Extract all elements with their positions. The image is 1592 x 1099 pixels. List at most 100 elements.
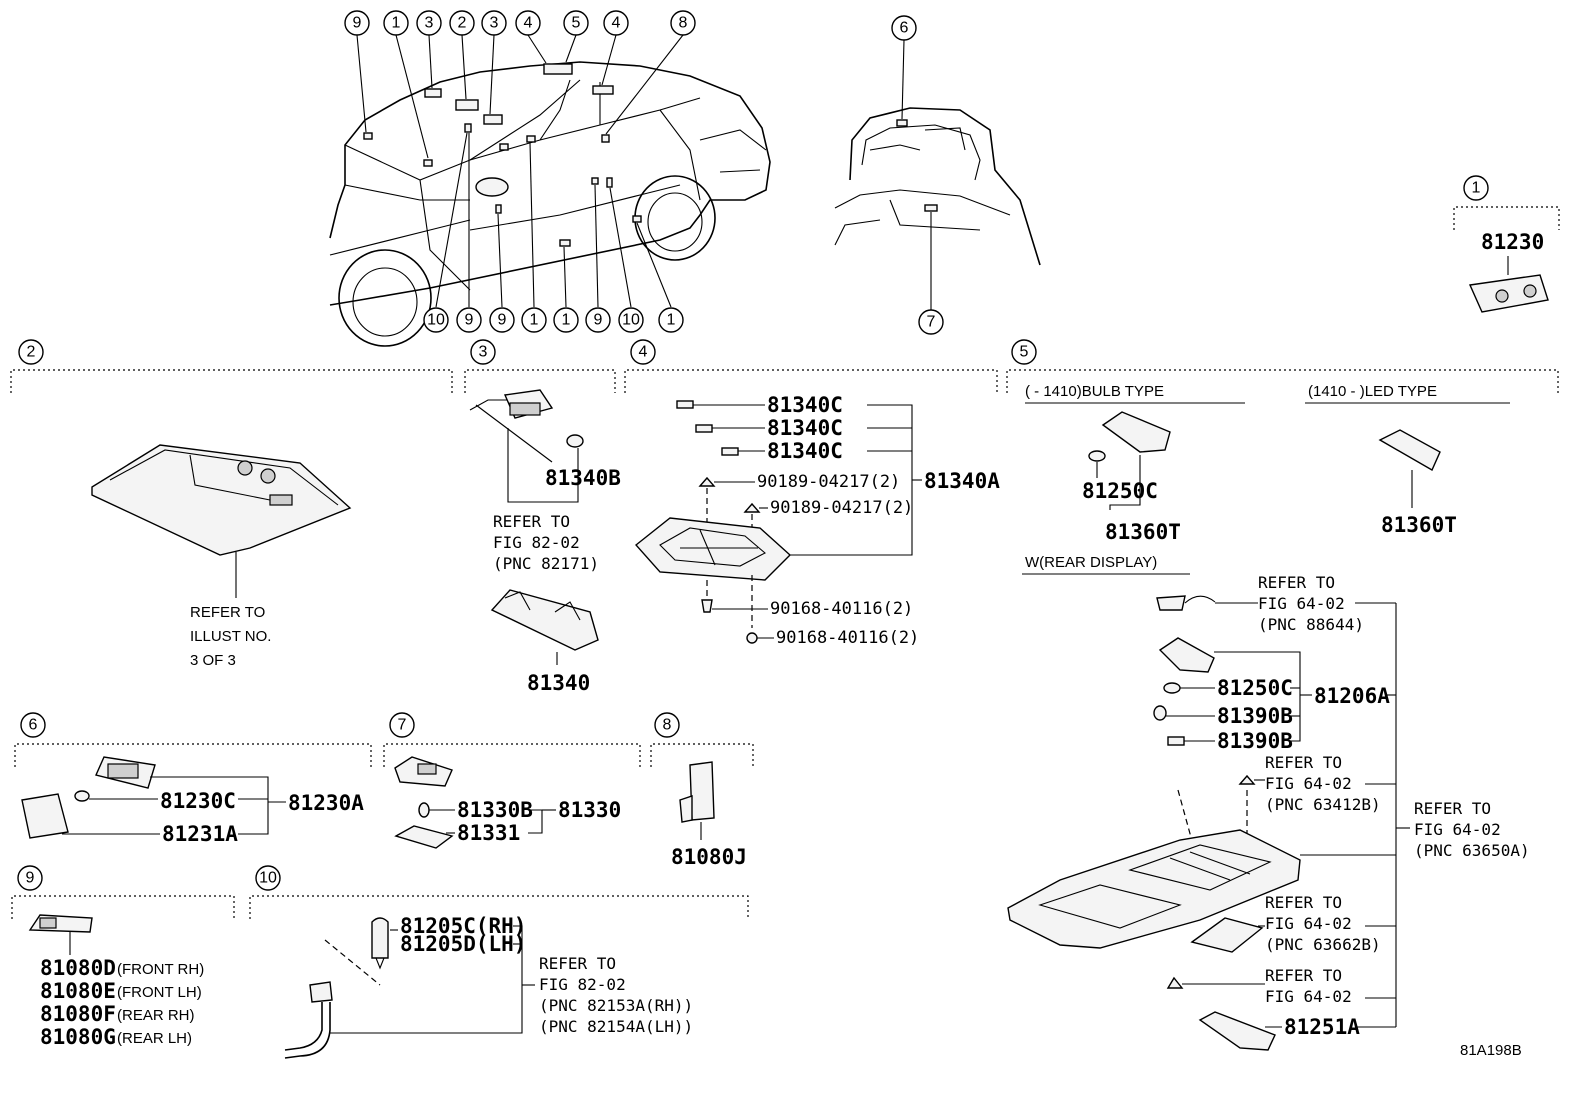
svg-text:81340C: 81340C	[767, 416, 843, 440]
svg-text:81360T: 81360T	[1105, 520, 1181, 544]
svg-text:2: 2	[27, 344, 36, 361]
svg-text:4: 4	[612, 15, 621, 32]
svg-text:90168-40116(2): 90168-40116(2)	[770, 599, 913, 619]
svg-text:3: 3	[425, 15, 434, 32]
svg-text:(PNC 82171): (PNC 82171)	[493, 554, 599, 573]
svg-text:81340A: 81340A	[924, 469, 1000, 493]
section-1: 1 81230	[1453, 175, 1560, 313]
svg-text:FIG 64-02: FIG 64-02	[1258, 594, 1345, 613]
svg-text:81080D: 81080D	[40, 956, 116, 980]
section-number: 2	[18, 339, 44, 365]
car-callouts-bottom: 10 9 9 1 1 9 10 1	[423, 307, 684, 333]
svg-text:9: 9	[594, 312, 603, 329]
svg-text:(FRONT RH): (FRONT RH)	[117, 961, 204, 978]
svg-text:81080G: 81080G	[40, 1025, 116, 1049]
svg-text:8: 8	[663, 717, 672, 734]
svg-text:81340C: 81340C	[767, 393, 843, 417]
svg-text:(PNC 63650A): (PNC 63650A)	[1414, 841, 1530, 860]
svg-text:W(REAR DISPLAY): W(REAR DISPLAY)	[1025, 554, 1157, 571]
svg-text:(FRONT LH): (FRONT LH)	[117, 984, 202, 1001]
svg-text:REFER TO: REFER TO	[1265, 966, 1342, 985]
svg-text:(PNC 82153A(RH)): (PNC 82153A(RH))	[539, 996, 693, 1015]
section-number: 9	[17, 865, 43, 891]
map-lamp-housing-illustration	[634, 517, 792, 581]
svg-text:FIG 64-02: FIG 64-02	[1265, 987, 1352, 1006]
svg-text:81231A: 81231A	[162, 822, 238, 846]
section-8: 8 81080J	[650, 712, 754, 869]
callout-bubble: 9	[456, 307, 482, 333]
section-5: 5 ( - 1410)BULB TYPE (1410 - )LED TYPE 8…	[1006, 339, 1559, 1051]
section-6: 6 81230C 81230A 81231A	[14, 712, 372, 846]
lamp-81340-illustration	[490, 589, 599, 651]
callout-bubble: 1	[553, 307, 579, 333]
svg-text:1: 1	[667, 312, 676, 329]
svg-text:7: 7	[398, 717, 407, 734]
trunk-view: 6 7	[834, 15, 1041, 335]
svg-text:6: 6	[29, 717, 38, 734]
overhead-console-housing-illustration	[1007, 829, 1301, 949]
section-number: 10	[255, 865, 281, 891]
svg-text:3: 3	[490, 15, 499, 32]
car-overview	[329, 34, 771, 347]
section-4: 4 81340C 81340C 81340C 81340A 90189-0421…	[624, 339, 1000, 648]
callout-bubble: 2	[449, 10, 475, 36]
wedge-bulb-illustration	[371, 917, 389, 959]
section-10: 10 81205C(RH) 81205D(LH) REFER TO FIG 82…	[249, 865, 749, 1059]
svg-text:ILLUST NO.: ILLUST NO.	[190, 628, 271, 645]
svg-text:REFER TO: REFER TO	[1414, 799, 1491, 818]
callout-bubble: 3	[416, 10, 442, 36]
callout-bubble: 1	[521, 307, 547, 333]
callout-bubble: 10	[618, 307, 644, 333]
svg-text:9: 9	[353, 15, 362, 32]
svg-text:1: 1	[530, 312, 539, 329]
overhead-console-illustration	[91, 444, 352, 556]
svg-text:9: 9	[26, 870, 35, 887]
svg-text:81206A: 81206A	[1314, 684, 1390, 708]
bulb-icon	[566, 434, 584, 448]
svg-text:1: 1	[562, 312, 571, 329]
section-7: 7 81330B 81331 81330	[383, 712, 641, 849]
svg-text:10: 10	[622, 312, 640, 329]
section-number: 7	[389, 712, 415, 738]
svg-text:5: 5	[572, 15, 581, 32]
svg-text:8: 8	[679, 15, 688, 32]
svg-text:(REAR LH): (REAR LH)	[117, 1030, 192, 1047]
section-number: 3	[470, 339, 496, 365]
svg-text:81205D(LH): 81205D(LH)	[400, 932, 526, 956]
section-number: 1	[1463, 175, 1489, 201]
svg-text:81250C: 81250C	[1082, 479, 1158, 503]
svg-text:81251A: 81251A	[1284, 1015, 1360, 1039]
svg-text:6: 6	[900, 20, 909, 37]
svg-text:81080E: 81080E	[40, 979, 116, 1003]
svg-text:( - 1410)BULB TYPE: ( - 1410)BULB TYPE	[1025, 383, 1164, 400]
svg-text:4: 4	[639, 344, 648, 361]
svg-text:REFER TO: REFER TO	[190, 604, 265, 621]
section-number: 4	[630, 339, 656, 365]
callout-bubble: 9	[344, 10, 370, 36]
section-number: 5	[1011, 339, 1037, 365]
lamp-bulb-type-illustration	[1101, 411, 1171, 453]
svg-text:FIG 64-02: FIG 64-02	[1265, 774, 1352, 793]
svg-text:9: 9	[465, 312, 474, 329]
svg-text:81250C: 81250C	[1217, 676, 1293, 700]
svg-text:81330B: 81330B	[457, 798, 533, 822]
section-9: 9 81080D (FRONT RH) 81080E (FRONT LH) 81…	[11, 865, 235, 1049]
svg-text:FIG 82-02: FIG 82-02	[539, 975, 626, 994]
svg-text:9: 9	[498, 312, 507, 329]
svg-text:1: 1	[392, 15, 401, 32]
lamp-81230-illustration	[1468, 274, 1549, 313]
svg-text:10: 10	[427, 312, 445, 329]
svg-text:(PNC 82154A(LH)): (PNC 82154A(LH))	[539, 1017, 693, 1036]
svg-text:5: 5	[1020, 344, 1029, 361]
socket-illustration	[309, 981, 333, 1003]
svg-text:10: 10	[259, 870, 277, 887]
part-number: 81340B	[545, 466, 621, 490]
courtesy-lamp-illustration	[28, 914, 93, 933]
svg-text:81230C: 81230C	[160, 789, 236, 813]
svg-text:(PNC 63662B): (PNC 63662B)	[1265, 935, 1381, 954]
callout-bubble: 10	[423, 307, 449, 333]
callout-bubble: 4	[603, 10, 629, 36]
svg-text:REFER TO: REFER TO	[1265, 893, 1342, 912]
svg-text:81340C: 81340C	[767, 439, 843, 463]
svg-text:2: 2	[458, 15, 467, 32]
